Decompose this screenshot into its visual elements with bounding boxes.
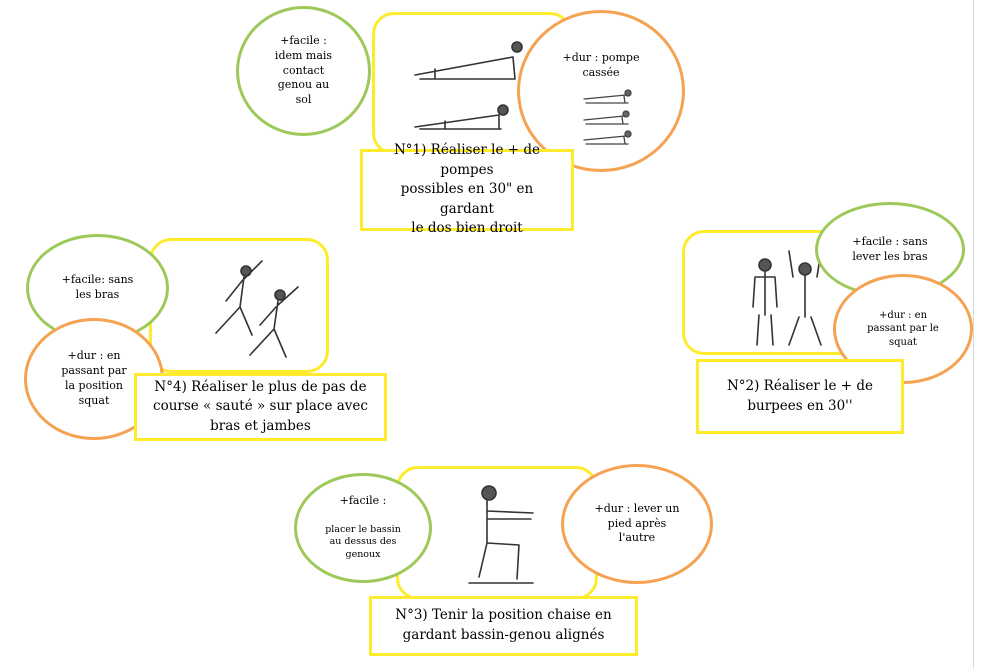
- step1-caption-text: N°1) Réaliser le + de pompes possibles e…: [393, 142, 541, 237]
- step2-caption-text: N°2) Réaliser le + de burpees en 30'': [726, 377, 874, 414]
- step3-easier-group: +facile : placer le bassin au dessus des…: [325, 479, 401, 577]
- step3-harder-text: +dur : lever un pied après l'autre: [594, 501, 680, 545]
- step1-harder-text: +dur : pompe cassée: [562, 51, 640, 79]
- pushup-figures-icon: [414, 41, 523, 130]
- step1-harder-circle: +dur : pompe cassée: [517, 10, 685, 172]
- broken-pushup-figures-icon: [583, 89, 632, 145]
- step1-easier-circle: +facile : idem mais contact genou au sol: [236, 6, 371, 136]
- step4-caption: N°4) Réaliser le plus de pas de course «…: [134, 373, 387, 441]
- step3-harder-circle: +dur : lever un pied après l'autre: [561, 464, 713, 584]
- step2-easier-text: +facile : sans lever les bras: [852, 234, 928, 263]
- step4-illustration-frame: [149, 238, 329, 373]
- step2-easier-circle: +facile : sans lever les bras: [815, 202, 965, 297]
- step3-caption: N°3) Tenir la position chaise en gardant…: [369, 596, 638, 656]
- step4-easier-text: +facile: sans les bras: [61, 273, 134, 301]
- running-figures-icon: [215, 260, 299, 358]
- step4-harder-text: +dur : en passant par la position squat: [61, 349, 127, 407]
- step2-harder-text: +dur : en passant par le squat: [867, 309, 939, 348]
- step4-caption-text: N°4) Réaliser le plus de pas de course «…: [153, 378, 368, 434]
- step2-caption: N°2) Réaliser le + de burpees en 30'': [696, 359, 904, 434]
- step3-easier-title: +facile :: [339, 493, 387, 507]
- step1-easier-text: +facile : idem mais contact genou au sol: [274, 33, 333, 107]
- step3-easier-detail: placer le bassin au dessus des genoux: [325, 523, 401, 561]
- page-edge-rule: [973, 0, 974, 668]
- step3-caption-text: N°3) Tenir la position chaise en gardant…: [395, 607, 612, 643]
- step1-caption: N°1) Réaliser le + de pompes possibles e…: [360, 142, 574, 236]
- step3-easier-circle: +facile : placer le bassin au dessus des…: [294, 473, 432, 583]
- wall-sit-figure-icon: [468, 485, 534, 584]
